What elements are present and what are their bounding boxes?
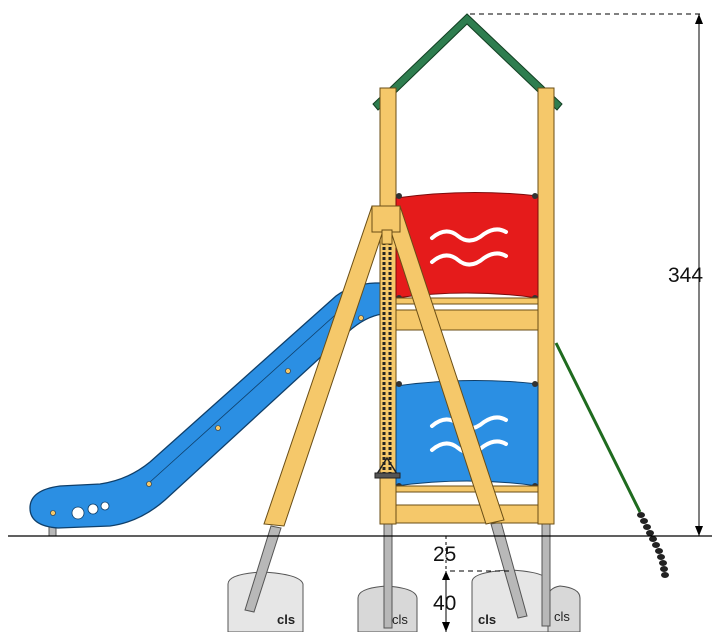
lower-platform [395,504,539,524]
foundation-label-right: cls [478,612,496,627]
dimension-footing-depth: 25 [433,543,456,566]
slide [29,282,384,529]
swing [374,232,401,479]
post-left-tower [383,521,393,629]
climbing-rope [554,342,669,578]
foundations: cls cls cls cls [227,569,581,632]
swing-seat [374,472,401,479]
dimension-footing-height: 40 [433,592,456,615]
dimension-lines [445,13,700,632]
tower-posts [379,87,555,525]
dimension-total-height: 344 [668,264,703,287]
post-left-leg [244,525,282,613]
roof [372,13,563,111]
post-right-tower [541,521,551,627]
a-frame [263,205,505,527]
foundation-label-middle: cls [392,612,408,627]
dimension-arrows [442,14,703,632]
foundation-label-left: cls [277,612,295,627]
tower-post-right [537,87,555,525]
foundation-label-far-right: cls [554,609,570,624]
a-frame-top [371,205,401,233]
